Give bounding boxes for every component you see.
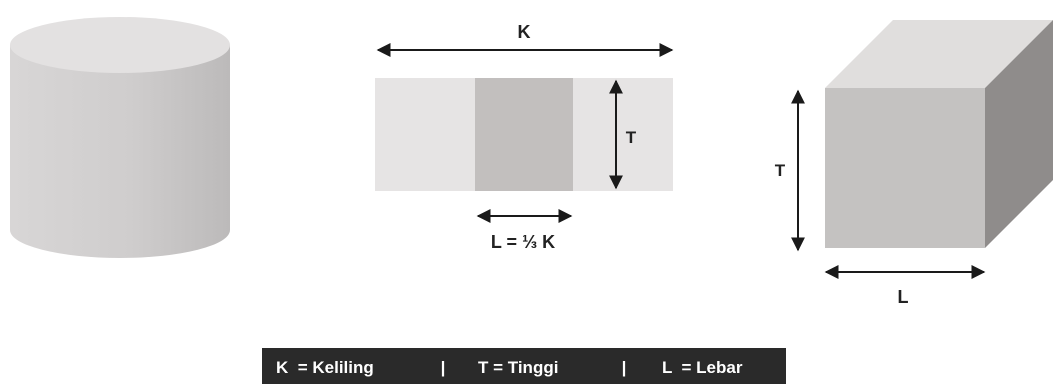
- legend-bar: K = Keliling | T = Tinggi | L = Lebar: [262, 348, 786, 384]
- strip-right-panel: [573, 78, 673, 191]
- legend-separator-2: |: [622, 358, 627, 377]
- strip-height-label: T: [626, 128, 637, 147]
- strip-middle-panel: [475, 78, 573, 191]
- cube-front-face: [825, 88, 985, 248]
- cube-width-label: L: [898, 287, 909, 307]
- cube-height-label: T: [775, 161, 786, 180]
- cylinder-body: [10, 45, 230, 258]
- legend-separator-1: |: [441, 358, 446, 377]
- strip-width-label: L = ⅓ K: [491, 232, 555, 252]
- cylinder: [10, 17, 230, 258]
- cylinder-net: K T L = ⅓ K: [375, 22, 674, 252]
- cube-side-face: [985, 20, 1053, 248]
- cylinder-top: [10, 17, 230, 73]
- strip-left-panel: [375, 78, 475, 191]
- strip-length-label: K: [518, 22, 531, 42]
- legend-keliling: K = Keliling: [276, 358, 374, 377]
- cube-top-face: [825, 20, 1053, 88]
- legend-tinggi: T = Tinggi: [478, 358, 558, 377]
- cube: T L: [775, 20, 1053, 307]
- legend-background: [262, 348, 786, 384]
- legend-lebar: L = Lebar: [662, 358, 743, 377]
